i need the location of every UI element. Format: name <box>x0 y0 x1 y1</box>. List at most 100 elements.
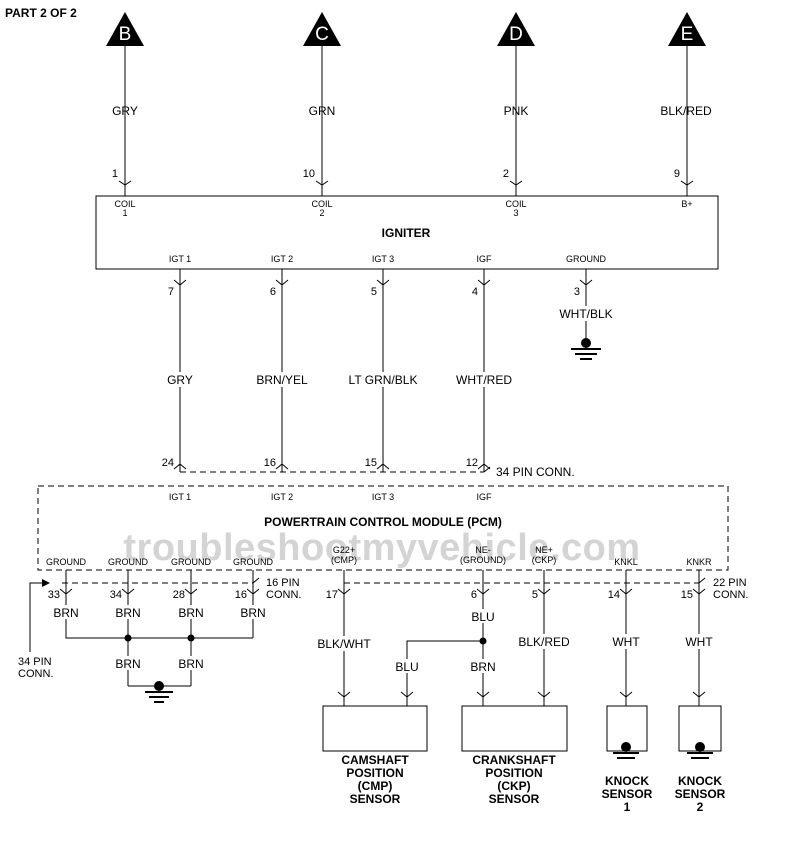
wire-ground-16-color: BRN <box>240 606 265 620</box>
wire-e <box>680 46 694 196</box>
pcm-term-ne-plus-sub: (CKP) <box>532 555 557 565</box>
connector-e: E <box>668 12 706 46</box>
wire-ground-34-color: BRN <box>115 606 140 620</box>
wire-cmp-shield-color: BLU <box>395 660 418 674</box>
igniter-term-igt3: IGT 3 <box>372 254 394 264</box>
connector-c: C <box>303 12 341 46</box>
ckp-sensor-label-3: (CKP) <box>497 779 530 793</box>
pin-pcm-15: 15 <box>365 457 377 469</box>
igniter-ground-icon <box>571 338 601 360</box>
pin-pcm-5: 5 <box>532 589 538 601</box>
wire-knock-1-color: WHT <box>612 635 640 649</box>
pcm-term-ground-28: GROUND <box>171 557 211 567</box>
knock-sensor-2-ground-icon <box>687 742 713 759</box>
pin-pcm-12: 12 <box>466 457 478 469</box>
pin-pcm-34: 34 <box>110 589 122 601</box>
wire-ckp-ground <box>476 570 490 706</box>
connector-d: D <box>497 12 535 46</box>
pcm-term-g22: G22+ <box>333 545 355 555</box>
ckp-sensor-box <box>461 705 568 752</box>
connector-e-letter: E <box>681 24 694 45</box>
igniter-term-coil2: COIL <box>311 199 332 209</box>
connector-16pin-label: 16 PIN <box>266 577 300 589</box>
pin-pcm-16: 16 <box>264 457 276 469</box>
ckp-sensor-label-1: CRANKSHAFT <box>472 753 556 767</box>
pcm-term-knkr: KNKR <box>686 557 712 567</box>
wire-d-color: PNK <box>504 104 529 118</box>
igniter-term-coil1-num: 1 <box>122 208 127 218</box>
connector-34pin-bottom-label: 34 PIN <box>18 656 52 668</box>
wire-igf-color: WHT/RED <box>456 373 512 387</box>
wire-ground-33 <box>59 570 253 639</box>
knock-sensor-1-label-3: 1 <box>624 800 631 814</box>
igniter-term-coil1: COIL <box>114 199 135 209</box>
cmp-sensor-label-3: (CMP) <box>358 779 393 793</box>
wire-d <box>509 46 523 196</box>
knock-sensor-1-label-2: SENSOR <box>602 787 653 801</box>
pcm-term-ground-16: GROUND <box>233 557 273 567</box>
pin-igniter-2: 2 <box>503 168 509 180</box>
pin-igniter-9: 9 <box>674 168 680 180</box>
cmp-sensor-label-1: CAMSHAFT <box>341 753 409 767</box>
knock-sensor-2-label-2: SENSOR <box>675 787 726 801</box>
igniter-term-coil2-num: 2 <box>319 208 324 218</box>
wire-igt3 <box>376 269 390 472</box>
pcm-term-igt3: IGT 3 <box>372 492 394 502</box>
connector-d-triangle <box>497 12 535 46</box>
pcm-term-ground-34: GROUND <box>108 557 148 567</box>
igniter-term-coil3-num: 3 <box>513 208 518 218</box>
ckp-sensor-label-2: POSITION <box>485 766 542 780</box>
connector-22pin-label: 22 PIN <box>713 577 747 589</box>
wire-igt1 <box>173 269 187 472</box>
wire-c-color: GRN <box>309 104 336 118</box>
splice-ground-left <box>124 634 132 642</box>
pcm-term-g22-sub: (CMP) <box>331 555 357 565</box>
knock-sensor-2-label-1: KNOCK <box>678 774 722 788</box>
connector-34pin-top-label: 34 PIN CONN. <box>496 465 575 479</box>
pin-pcm-28: 28 <box>173 589 185 601</box>
cmp-sensor-label-4: SENSOR <box>350 792 401 806</box>
pin-igniter-10: 10 <box>303 168 315 180</box>
pin-pcm-24: 24 <box>162 457 174 469</box>
cmp-sensor-box <box>322 705 428 752</box>
wire-cmp-signal-color: BLK/WHT <box>317 637 371 651</box>
connector-34pin-pointer <box>29 582 44 652</box>
pin-igniter-7: 7 <box>168 286 174 298</box>
pcm-term-ne-minus-sub: (GROUND) <box>460 555 506 565</box>
knock-sensor-1-ground-icon <box>613 742 639 759</box>
pcm-term-ground-33: GROUND <box>46 557 86 567</box>
connector-b-triangle <box>106 12 144 46</box>
wire-b <box>118 46 132 196</box>
igniter-term-coil3: COIL <box>505 199 526 209</box>
pin-igniter-6: 6 <box>270 286 276 298</box>
wire-ground-16 <box>246 570 260 638</box>
cmp-sensor-label-2: POSITION <box>346 766 403 780</box>
wire-ckp-ground-color: BLU <box>471 610 494 624</box>
pin-pcm-14: 14 <box>608 589 620 601</box>
connector-16pin-label-2: CONN. <box>266 589 301 601</box>
pcm-box <box>37 485 729 571</box>
wire-igf <box>477 269 491 472</box>
igniter-term-igf: IGF <box>477 254 493 264</box>
connector-22pin-label-2: CONN. <box>713 589 748 601</box>
pin-pcm-33: 33 <box>48 589 60 601</box>
igniter-term-bplus: B+ <box>681 199 692 209</box>
wire-ckp-signal-color: BLK/RED <box>518 635 570 649</box>
wire-ground-28-color: BRN <box>178 606 203 620</box>
wire-ground-splice-left-color: BRN <box>115 657 140 671</box>
pin-pcm-16b: 16 <box>235 589 247 601</box>
wire-cmp-shield <box>400 640 483 706</box>
connector-d-letter: D <box>509 24 523 45</box>
connector-b-letter: B <box>119 24 132 45</box>
pin-pcm-17: 17 <box>326 589 338 601</box>
igniter-term-ground: GROUND <box>566 254 606 264</box>
connector-34pin-bottom-label-2: CONN. <box>18 668 53 680</box>
wire-igniter-ground-color: WHT/BLK <box>559 307 612 321</box>
wire-igt1-color: GRY <box>167 373 193 387</box>
watermark: troubleshootmyvehicle.com <box>123 527 640 569</box>
knock-sensor-1-label-1: KNOCK <box>605 774 649 788</box>
splice-sensor-ground <box>479 637 487 645</box>
pcm-term-ne-minus: NE- <box>475 545 491 555</box>
page-label: PART 2 OF 2 <box>5 6 77 20</box>
